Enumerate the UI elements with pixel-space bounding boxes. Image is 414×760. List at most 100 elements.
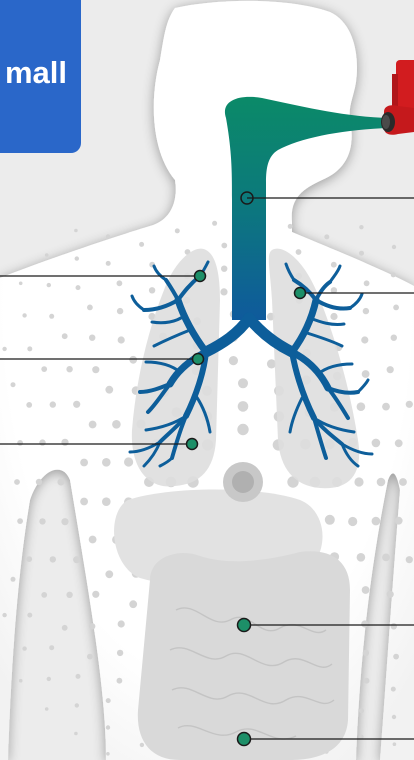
pattern-dot xyxy=(117,650,123,656)
pattern-dot xyxy=(80,498,88,506)
marker-lower-left-lung xyxy=(187,439,198,450)
pattern-dot xyxy=(238,401,249,412)
pattern-dot xyxy=(17,518,23,524)
pattern-dot xyxy=(229,356,238,365)
pattern-dot xyxy=(76,674,81,679)
pattern-dot xyxy=(140,743,144,747)
pattern-dot xyxy=(220,288,227,295)
pattern-dot xyxy=(66,366,72,372)
pattern-dot xyxy=(393,742,397,746)
pattern-dot xyxy=(50,556,56,562)
pattern-dot xyxy=(45,707,49,711)
pattern-dot xyxy=(118,620,125,627)
pattern-dot xyxy=(66,592,72,598)
pattern-dot xyxy=(89,335,95,341)
pattern-dot xyxy=(395,517,403,525)
pattern-dot xyxy=(392,715,396,719)
pattern-dot xyxy=(348,517,357,526)
pattern-dot xyxy=(391,623,397,629)
pattern-dot xyxy=(395,439,403,447)
pattern-dot xyxy=(92,366,99,373)
pattern-dot xyxy=(92,591,99,598)
pattern-dot xyxy=(359,735,363,739)
pattern-dot xyxy=(61,439,68,446)
pattern-dot xyxy=(406,401,413,408)
pattern-dot xyxy=(17,440,23,446)
pattern-dot xyxy=(296,249,302,255)
pattern-dot xyxy=(27,346,32,351)
pattern-dot xyxy=(354,477,363,486)
pattern-dot xyxy=(129,600,137,608)
pattern-dot xyxy=(212,221,217,226)
pattern-dot xyxy=(19,679,23,683)
pattern-dot xyxy=(117,308,123,314)
pattern-dot xyxy=(76,285,81,290)
pattern-dot xyxy=(124,457,133,466)
pattern-dot xyxy=(11,382,16,387)
pattern-dot xyxy=(393,305,399,311)
pattern-dot xyxy=(357,402,366,411)
pattern-dot xyxy=(75,703,79,707)
pattern-dot xyxy=(62,625,68,631)
pattern-dot xyxy=(387,366,394,373)
pattern-dot xyxy=(406,556,413,563)
pattern-dot xyxy=(75,256,79,260)
pattern-dot xyxy=(105,386,113,394)
pattern-dot xyxy=(363,650,369,656)
size-badge: mall xyxy=(0,0,81,153)
pattern-dot xyxy=(50,401,56,407)
pattern-dot xyxy=(357,553,366,562)
marker-mid-left-lung xyxy=(193,354,204,365)
marker-intestine xyxy=(238,733,251,746)
pattern-dot xyxy=(49,645,54,650)
pattern-dot xyxy=(57,478,64,485)
pattern-dot xyxy=(19,282,23,286)
marker-stomach xyxy=(238,619,251,632)
pattern-dot xyxy=(362,370,370,378)
pattern-dot xyxy=(105,570,113,578)
pattern-dot xyxy=(41,366,47,372)
pattern-dot xyxy=(2,613,6,617)
pattern-dot xyxy=(372,439,381,448)
pattern-dot xyxy=(359,251,364,256)
pattern-dot xyxy=(391,272,396,277)
pattern-dot xyxy=(391,687,396,692)
pattern-dot xyxy=(39,518,45,524)
pattern-dot xyxy=(288,224,293,229)
pattern-dot xyxy=(87,654,93,660)
pattern-dot xyxy=(221,243,227,249)
pattern-dot xyxy=(49,314,54,319)
pattern-dot xyxy=(102,497,111,506)
pattern-dot xyxy=(391,335,397,341)
pattern-dot xyxy=(26,402,32,408)
pattern-dot xyxy=(73,556,80,563)
pattern-dot xyxy=(221,266,227,272)
pattern-dot xyxy=(45,253,49,257)
pattern-dot xyxy=(238,378,248,388)
pattern-dot xyxy=(364,678,370,684)
pattern-dot xyxy=(324,234,329,239)
pattern-dot xyxy=(117,678,123,684)
pattern-dot xyxy=(392,245,396,249)
pattern-dot xyxy=(359,225,363,229)
pattern-dot xyxy=(74,229,78,233)
pattern-dot xyxy=(41,592,47,598)
pattern-dot xyxy=(106,752,110,756)
marker-upper-right-lung xyxy=(295,288,306,299)
pattern-dot xyxy=(362,586,370,594)
pattern-dot xyxy=(2,347,6,351)
pattern-dot xyxy=(149,287,155,293)
pattern-dot xyxy=(377,478,386,487)
pattern-dot xyxy=(106,234,110,238)
pattern-dot xyxy=(102,458,111,467)
pattern-dot xyxy=(363,308,369,314)
pattern-dot xyxy=(325,515,335,525)
pattern-dot xyxy=(175,228,180,233)
pattern-dot xyxy=(118,336,125,343)
pattern-dot xyxy=(89,536,97,544)
pattern-dot xyxy=(387,591,394,598)
pattern-dot xyxy=(106,698,111,703)
pattern-dot xyxy=(39,439,45,445)
pattern-dot xyxy=(393,654,399,660)
pattern-dot xyxy=(74,732,78,736)
